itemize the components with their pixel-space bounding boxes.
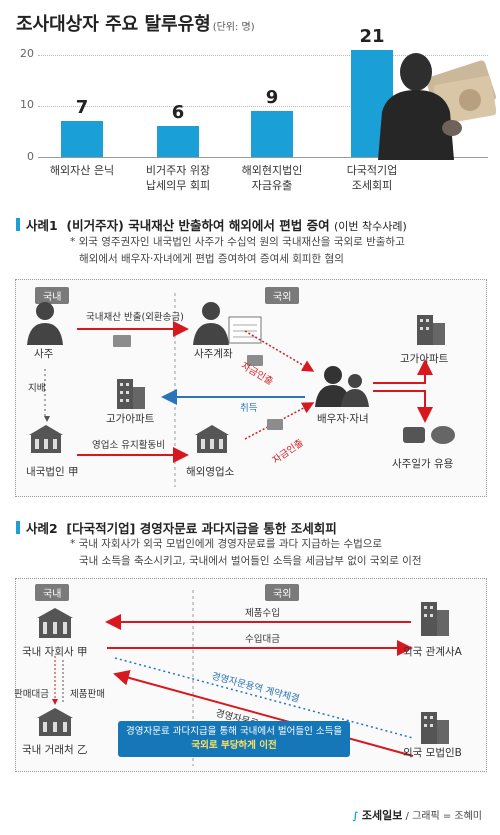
case2-note-line2: 국내 소득을 축소시키고, 국내에서 벌어들인 소득을 세금납부 없이 국외로 … — [79, 555, 422, 567]
unit-label: (단위: 명) — [212, 22, 255, 33]
subsidiary-building-icon — [37, 608, 73, 638]
withdraw-arrow-2 — [244, 402, 315, 440]
case2-title: 사례2 [다국적기업] 경영자문료 과다지급을 통한 조세회피 — [16, 518, 337, 537]
contract-line — [114, 657, 414, 739]
suspect-silhouette-image — [378, 53, 496, 160]
case2-marker — [16, 521, 20, 534]
case1-diagram-graphics — [27, 293, 455, 487]
credit-line: ∫ 조세일보 / 그래픽 = 조혜미 — [353, 807, 482, 823]
case1-title: 사례1 (비거주자) 국내재산 반출하여 해외에서 편법 증여 (이번 착수사례… — [16, 215, 407, 234]
goods-import-label: 제품수입 — [245, 608, 280, 619]
overseas-office-label: 해외영업소 — [186, 466, 235, 478]
corp-building-icon — [29, 425, 63, 453]
case1-title-note: (이번 착수사례) — [333, 220, 407, 233]
brand-name: 조세일보 — [361, 809, 403, 822]
case1-diagram — [15, 279, 487, 497]
case1-note-line2: 해외에서 배우자·자녀에게 편법 증여하여 증여세 회피한 혐의 — [79, 253, 344, 265]
goods-sale-label: 제품판매 — [70, 689, 105, 700]
case2-tag-domestic: 국내 — [35, 584, 70, 601]
case1-label: 사례1 — [26, 218, 58, 233]
case2-headline: [다국적기업] 경영자문료 과다지급을 통한 조세회피 — [66, 521, 337, 536]
graphic-credit: / 그래픽 = 조혜미 — [405, 811, 482, 822]
office-expense-label: 영업소 유지활동비 — [92, 440, 165, 451]
bar-value-label-3: 21 — [359, 25, 385, 47]
to-family-use-arrow — [373, 390, 433, 423]
callout-line1: 경영자문료 과다지급을 통해 국내에서 벌어들인 소득을 — [126, 726, 343, 737]
affiliate-a-building-icon — [421, 602, 449, 636]
fee-arrow — [113, 670, 414, 757]
owner-person-icon — [27, 302, 63, 345]
parent-b-label: 외국 모법인B — [403, 747, 462, 759]
case1-headline: (비거주자) 국내재산 반출하여 해외에서 편법 증여 — [66, 218, 330, 233]
case2-callout: 경영자문료 과다지급을 통해 국내에서 벌어들인 소득을 국외로 부당하게 이전 — [118, 721, 351, 757]
case1-note-line1: * 외국 영주권자인 내국법인 사주가 수십억 원의 국내재산을 국외로 반출하… — [70, 236, 405, 248]
luxury-apt-right-label: 고가아파트 — [400, 353, 449, 365]
bar-0 — [61, 121, 103, 157]
case1-marker — [16, 218, 20, 231]
subsidiary-label: 국내 자회사 甲 — [22, 646, 88, 658]
owner-label: 사주 — [34, 348, 54, 360]
x-axis — [38, 157, 488, 158]
gridline-20 — [38, 55, 488, 56]
case1-tag-foreign: 국외 — [265, 287, 300, 304]
overseas-office-building-icon — [195, 425, 229, 453]
import-payment-label: 수입대금 — [245, 634, 280, 645]
withdraw-arrow-1 — [244, 330, 315, 372]
case2-note: * 국내 자회사가 외국 모법인에게 경영자문료를 과다 지급하는 수법으로 국… — [70, 536, 422, 570]
luxury-apt-left-icon — [117, 379, 145, 409]
luxury-apt-left-label: 고가아파트 — [106, 413, 155, 425]
bar-value-label-0: 7 — [75, 97, 89, 119]
wallet-icon — [403, 427, 425, 443]
to-apt-arrow — [373, 359, 433, 384]
affiliate-a-label: 외국 관계사A — [403, 646, 462, 658]
page-title: 조사대상자 주요 탈루유형(단위: 명) — [16, 10, 255, 36]
gridline-10 — [38, 106, 488, 107]
family-person-icon — [315, 366, 369, 407]
case1-tag-domestic: 국내 — [35, 287, 70, 304]
bar-2 — [251, 111, 293, 157]
case1-note: * 외국 영주권자인 내국법인 사주가 수십억 원의 국내재산을 국외로 반출하… — [70, 234, 405, 268]
trader-building-icon — [37, 708, 73, 736]
transfer-label: 국내재산 반출(외환송금) — [86, 312, 184, 323]
owner-account-person-icon — [193, 302, 229, 345]
title-text: 조사대상자 주요 탈루유형 — [16, 14, 211, 35]
family-label: 배우자·자녀 — [317, 413, 369, 425]
case2-label: 사례2 — [26, 521, 58, 536]
parent-b-building-icon — [421, 712, 449, 744]
case2-note-line1: * 국내 자회사가 외국 모법인에게 경영자문료를 과다 지급하는 수법으로 — [70, 538, 383, 550]
owner-use-label: 사주일가 유용 — [392, 458, 454, 470]
bar-1 — [157, 126, 199, 157]
piggy-bank-icon — [431, 426, 455, 444]
ytick-0: 0 — [27, 150, 34, 163]
cash-icon-3 — [267, 419, 283, 430]
cash-icon-2 — [247, 355, 263, 366]
category-label-0: 해외자산 은닉 — [49, 164, 115, 177]
cash-icon-1 — [113, 335, 131, 347]
callout-line2: 국외로 부당하게 이전 — [191, 740, 277, 751]
bar-value-label-1: 6 — [171, 102, 185, 124]
case2-diagram-graphics — [37, 590, 449, 766]
case2-tag-foreign: 국외 — [265, 584, 300, 601]
control-label: 지배 — [28, 383, 46, 394]
acquire-label: 취득 — [240, 403, 258, 414]
brand-logo-icon: ∫ — [352, 811, 359, 822]
owner-account-label: 사주계좌 — [194, 348, 233, 360]
ytick-20: 20 — [20, 47, 34, 60]
trader-label: 국내 거래처 乙 — [22, 744, 88, 756]
ytick-10: 10 — [20, 98, 34, 111]
corp-label: 내국법인 甲 — [26, 466, 79, 478]
bankbook-icon — [228, 316, 262, 344]
luxury-apt-right-icon — [417, 315, 445, 345]
sales-payment-label: 판매대금 — [14, 689, 49, 700]
bar-value-label-2: 9 — [265, 87, 279, 109]
